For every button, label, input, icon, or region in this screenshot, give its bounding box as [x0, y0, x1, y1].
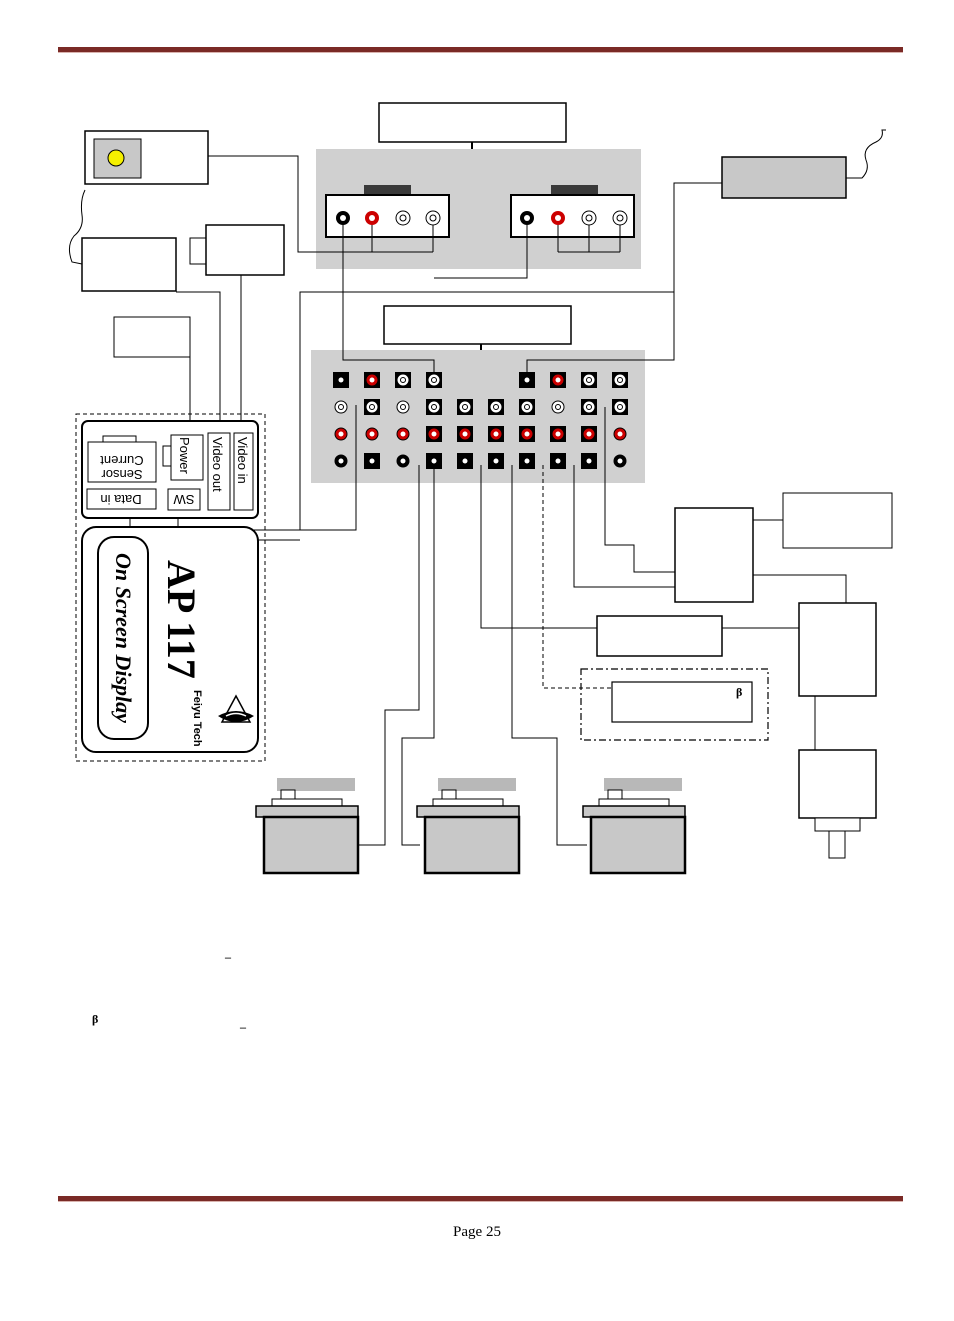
servo [416, 778, 521, 875]
panel-pin [612, 372, 628, 388]
header-rule [58, 47, 903, 53]
page-number: Page 25 [453, 1224, 501, 1240]
current-sensor-label-1: Current [100, 453, 144, 468]
panel-pin [426, 453, 442, 469]
data-in-label: Data in [100, 492, 141, 507]
brand-logo-icon [218, 694, 254, 723]
antenna-wire-left [68, 189, 86, 265]
panel-pin [395, 372, 411, 388]
panel-pin [334, 454, 348, 468]
connector-block-left [325, 185, 450, 253]
video-in-label: Video in [235, 437, 250, 484]
servo-group [255, 778, 687, 875]
panel-pin [488, 426, 504, 442]
panel-pin [519, 399, 535, 415]
beta-symbol: β [736, 685, 742, 699]
panel-pin [488, 399, 504, 415]
panel-pin [551, 400, 565, 414]
video-out-label: Video out [210, 437, 225, 492]
connector-block-right [510, 185, 635, 253]
panel-pin [334, 400, 348, 414]
panel-pin [396, 454, 410, 468]
sw-label: SW [173, 492, 195, 507]
panel-pin [364, 399, 380, 415]
battery-box [782, 492, 893, 549]
antenna-wire-right [846, 129, 886, 179]
panel-pin [519, 372, 535, 388]
center-label-box [383, 305, 572, 345]
panel-pin [581, 399, 597, 415]
current-sensor-label-2: Sensor [101, 467, 143, 482]
servo [255, 778, 360, 875]
panel-pin [550, 453, 566, 469]
power-label: Power [177, 437, 192, 475]
panel-pin [581, 372, 597, 388]
status-led-icon [107, 149, 125, 167]
pin-grid [333, 372, 628, 469]
panel-pin [426, 399, 442, 415]
small-box [113, 316, 191, 358]
panel-pin [581, 426, 597, 442]
panel-pin [519, 453, 535, 469]
panel-pin [550, 372, 566, 388]
panel-pin [364, 372, 380, 388]
video-transmitter-box [189, 224, 285, 276]
osd-subtitle: On Screen Display [111, 553, 136, 723]
camera-device [84, 130, 209, 185]
motor [798, 602, 877, 859]
gyro-box [596, 615, 723, 657]
panel-pin [333, 372, 349, 388]
panel-pin [613, 454, 627, 468]
esc-box [674, 507, 754, 603]
panel-pin [613, 427, 627, 441]
optional-module-box [611, 681, 753, 723]
receiver-box [81, 237, 177, 292]
panel-pin [426, 372, 442, 388]
panel-pin [488, 453, 504, 469]
optional-module-dashed [580, 668, 769, 741]
dash-mark-1: _ [224, 946, 232, 960]
panel-pin [334, 427, 348, 441]
panel-pin [457, 399, 473, 415]
footer-rule [58, 1196, 903, 1202]
panel-pin [364, 453, 380, 469]
panel-pin [581, 453, 597, 469]
rx-module [721, 156, 847, 199]
panel-pin [612, 399, 628, 415]
dashed-wire [542, 465, 612, 689]
osd-model: AP 117 [159, 560, 204, 679]
top-label-box [378, 102, 567, 143]
panel-pin [457, 426, 473, 442]
panel-pin [396, 427, 410, 441]
panel-pin [519, 426, 535, 442]
panel-pin [365, 427, 379, 441]
panel-pin [396, 400, 410, 414]
panel-pin [426, 426, 442, 442]
osd-brand: Feiyu Tech [191, 690, 203, 747]
panel-pin [457, 453, 473, 469]
servo [582, 778, 687, 875]
panel-pin [550, 426, 566, 442]
osd-board: Video in Video out Power Current Sensor … [75, 413, 266, 762]
beta-mark: β [92, 1012, 98, 1026]
dash-mark-2: _ [239, 1016, 247, 1030]
